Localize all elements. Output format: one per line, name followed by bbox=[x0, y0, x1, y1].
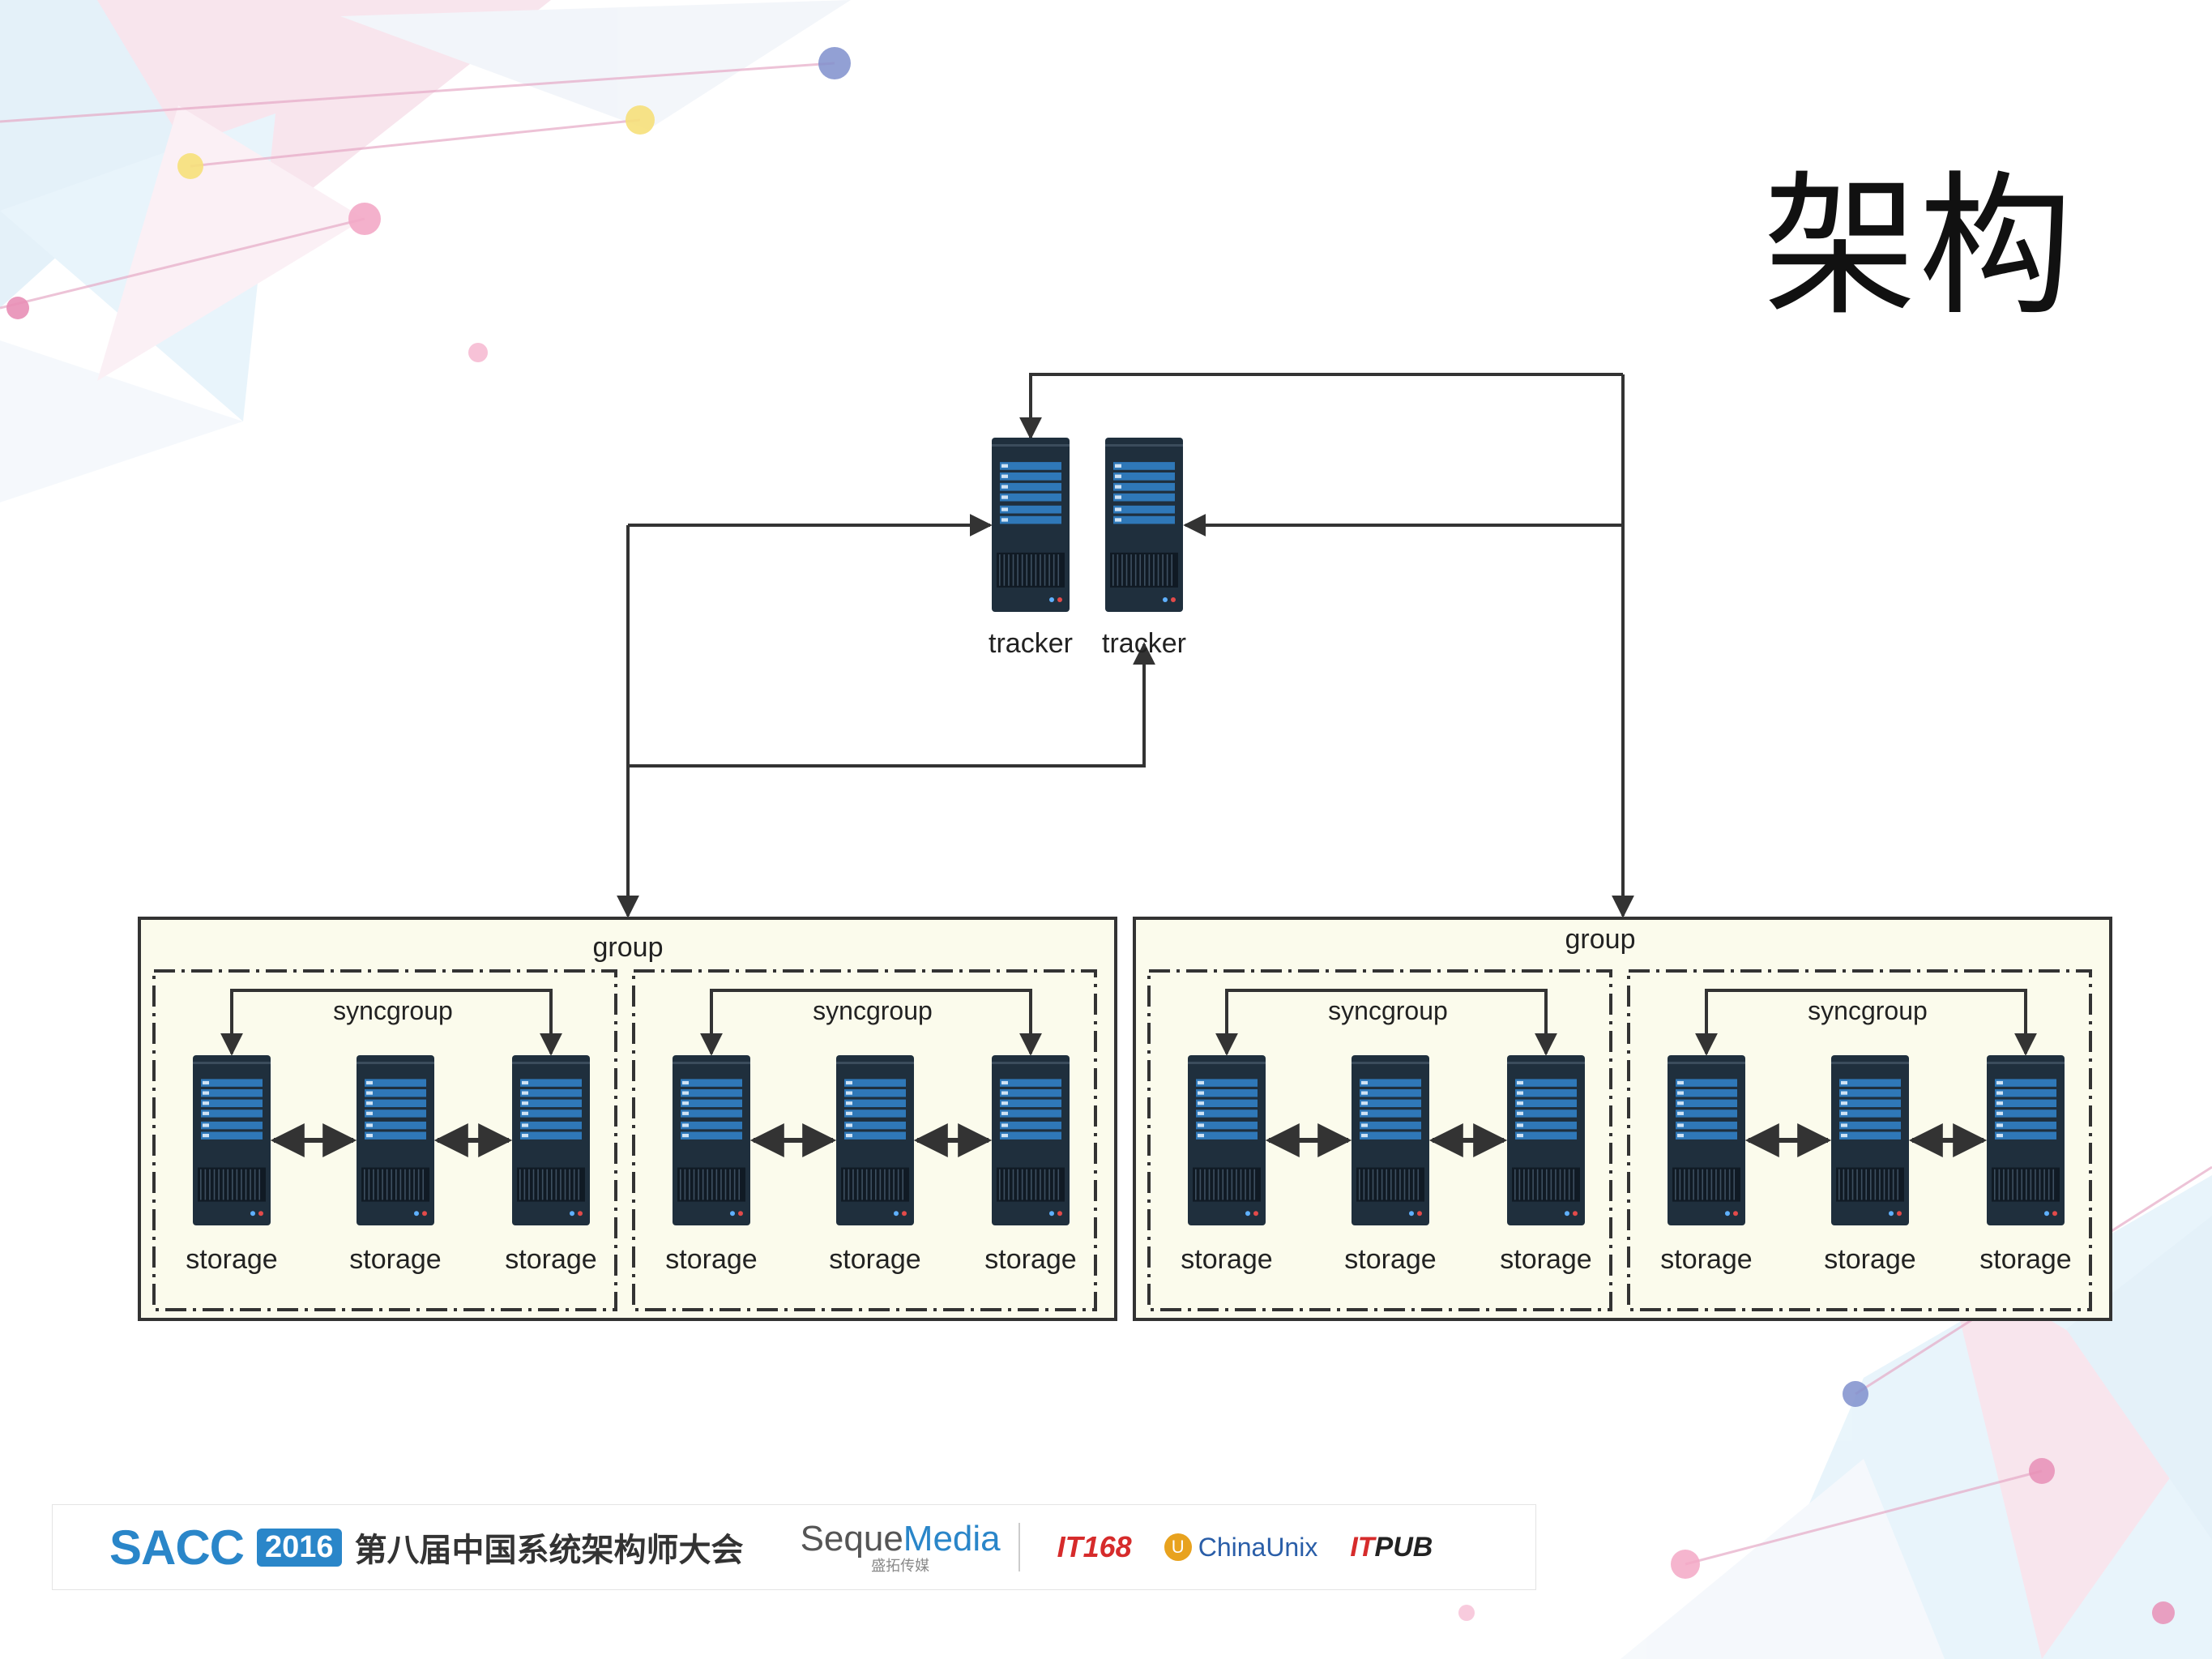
syncgroup-label: syncgroup bbox=[333, 996, 453, 1025]
sync-link bbox=[700, 989, 1042, 1056]
syncgroup-label: syncgroup bbox=[813, 996, 933, 1025]
storage-server bbox=[836, 1055, 914, 1225]
connector-right-group-to-tracker-1 bbox=[1019, 373, 1623, 440]
itpub-logo: ITPUB bbox=[1350, 1532, 1433, 1563]
storage-server bbox=[1987, 1055, 2065, 1225]
connectors bbox=[617, 373, 1634, 918]
sync-link bbox=[1215, 989, 1557, 1056]
storage-server bbox=[193, 1055, 271, 1225]
group-label: group bbox=[1565, 924, 1636, 955]
tracker-layer: tracker tracker bbox=[989, 438, 1186, 659]
syncgroup-1-2: syncgroup storage storage storage bbox=[632, 969, 1097, 1311]
storage-label: storage bbox=[1824, 1244, 1915, 1275]
seque-logo-text-a: Seque bbox=[800, 1519, 903, 1559]
itpub-logo-pub: PUB bbox=[1374, 1531, 1433, 1563]
syncgroup-label: syncgroup bbox=[1328, 996, 1448, 1025]
storage-server bbox=[1668, 1055, 1745, 1225]
tracker-server-1 bbox=[992, 438, 1070, 612]
storage-server bbox=[992, 1055, 1070, 1225]
tracker-label: tracker bbox=[1102, 628, 1186, 659]
seque-media-logo: SequeMedia 盛拓传媒 bbox=[800, 1519, 1001, 1574]
storage-label: storage bbox=[349, 1244, 441, 1275]
storage-label: storage bbox=[505, 1244, 596, 1275]
page-title: 架构 bbox=[1762, 157, 2074, 336]
group-label: group bbox=[593, 932, 664, 963]
storage-label: storage bbox=[186, 1244, 277, 1275]
background-dots bbox=[6, 47, 2175, 1624]
storage-label: storage bbox=[1344, 1244, 1436, 1275]
syncgroup-1-1: syncgroup storage storage storage bbox=[152, 969, 617, 1311]
it168-logo: IT168 bbox=[1057, 1530, 1132, 1563]
syncgroup-2-1: syncgroup storage storage storage bbox=[1147, 969, 1612, 1311]
storage-label: storage bbox=[829, 1244, 920, 1275]
syncgroup-label: syncgroup bbox=[1808, 996, 1928, 1025]
sacc-logo: SACC bbox=[109, 1520, 245, 1575]
storage-label: storage bbox=[1979, 1244, 2071, 1275]
storage-label: storage bbox=[665, 1244, 757, 1275]
footer-divider bbox=[1018, 1523, 1020, 1571]
storage-server bbox=[1831, 1055, 1909, 1225]
storage-server bbox=[512, 1055, 590, 1225]
storage-label: storage bbox=[1181, 1244, 1272, 1275]
connector-left-group-to-tracker-2 bbox=[628, 642, 1155, 768]
footer-sponsor-bar: SACC 2016 第八届中国系统架构师大会 SequeMedia 盛拓传媒 I… bbox=[52, 1504, 1536, 1590]
tracker-label: tracker bbox=[989, 628, 1073, 659]
chinaunix-logo: U ChinaUnix bbox=[1164, 1532, 1318, 1563]
syncgroup-2-2: syncgroup storage storage storage bbox=[1627, 969, 2092, 1311]
seque-logo-subtitle: 盛拓传媒 bbox=[871, 1558, 930, 1574]
storage-server bbox=[1352, 1055, 1429, 1225]
storage-server bbox=[357, 1055, 434, 1225]
storage-label: storage bbox=[1500, 1244, 1591, 1275]
sync-link bbox=[1695, 989, 2037, 1056]
tracker-server-2 bbox=[1105, 438, 1183, 612]
storage-label: storage bbox=[1660, 1244, 1752, 1275]
itpub-logo-it: IT bbox=[1350, 1531, 1375, 1563]
chinaunix-logo-text: ChinaUnix bbox=[1198, 1532, 1318, 1562]
sync-link bbox=[220, 989, 562, 1056]
conference-name: 第八届中国系统架构师大会 bbox=[354, 1532, 744, 1569]
storage-server bbox=[1188, 1055, 1266, 1225]
seque-logo-text-b: Media bbox=[903, 1519, 1001, 1559]
storage-server bbox=[1507, 1055, 1585, 1225]
storage-label: storage bbox=[984, 1244, 1076, 1275]
sacc-year-badge: 2016 bbox=[257, 1528, 342, 1567]
chinaunix-icon: U bbox=[1164, 1533, 1192, 1561]
storage-server bbox=[673, 1055, 750, 1225]
